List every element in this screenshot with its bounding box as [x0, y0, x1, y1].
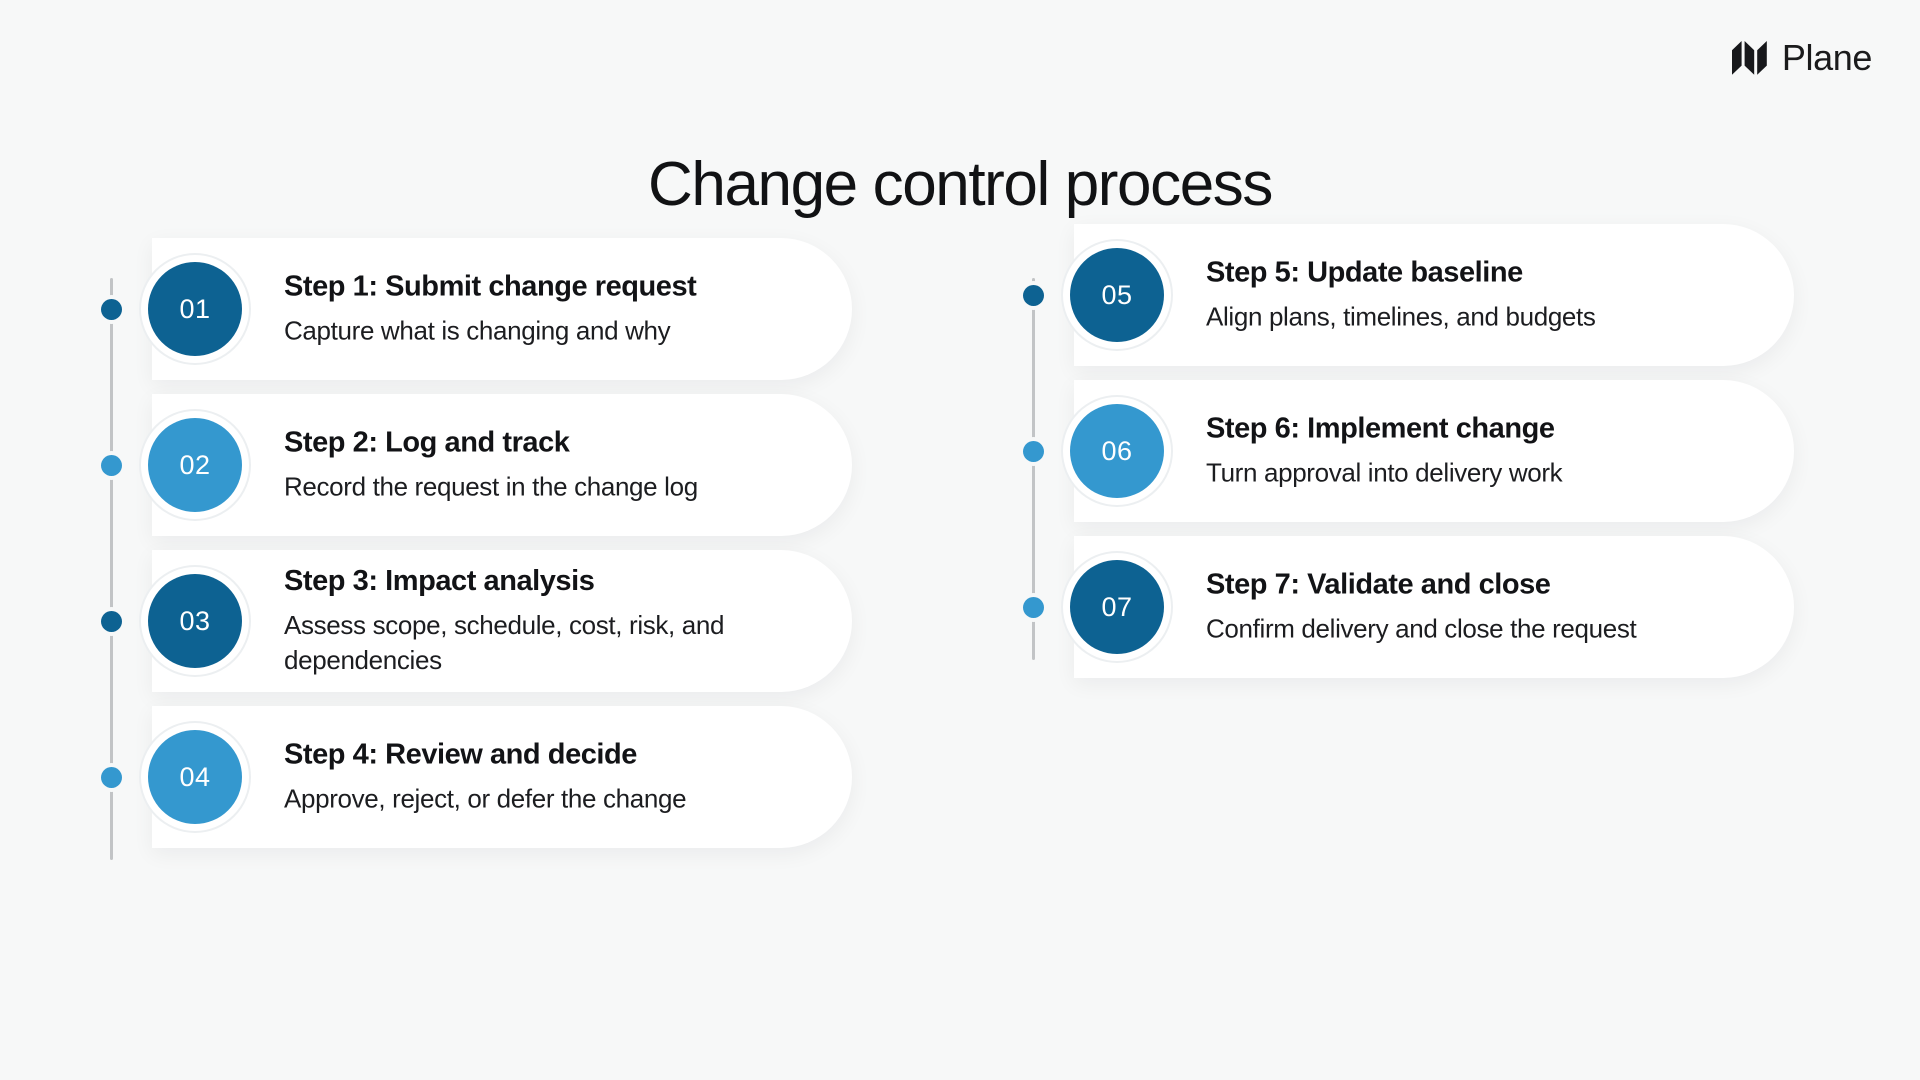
step-card-04: [152, 706, 852, 848]
page-title: Change control process: [647, 149, 1273, 219]
left-column: 01 Step 1: Submit change request Capture…: [96, 238, 906, 1028]
step-number-badge-05: 05: [1070, 248, 1164, 342]
step-text-01: Step 1: Submit change request Capture wh…: [284, 270, 697, 349]
step-title-02: Step 2: Log and track: [284, 426, 570, 459]
step-item-07[interactable]: 07 Step 7: Validate and close Confirm de…: [1018, 536, 1878, 678]
step-text-04: Step 4: Review and decide Approve, rejec…: [284, 738, 687, 817]
step-card-07: [1074, 536, 1794, 678]
step-number-badge-03: 03: [148, 574, 242, 668]
step-item-05[interactable]: 05 Step 5: Update baseline Align plans, …: [1018, 224, 1878, 366]
step-description-04: Approve, reject, or defer the change: [284, 783, 687, 814]
step-title-07: Step 7: Validate and close: [1206, 568, 1551, 601]
step-number-badge-01: 01: [148, 262, 242, 356]
timeline-rail-right: [1032, 278, 1035, 660]
step-item-01[interactable]: 01 Step 1: Submit change request Capture…: [96, 238, 906, 380]
step-card-05: [1074, 224, 1794, 366]
timeline-dot-04: [101, 767, 122, 788]
timeline-dot-02: [101, 455, 122, 476]
right-column: 05 Step 5: Update baseline Align plans, …: [1018, 224, 1878, 1028]
step-description-07: Confirm delivery and close the request: [1206, 613, 1637, 644]
timeline-dot-07: [1023, 597, 1044, 618]
step-number-badge-07: 07: [1070, 560, 1164, 654]
step-text-03: Step 3: Impact analysis Assess scope, sc…: [284, 564, 754, 678]
plane-logo-mark: [1731, 41, 1767, 75]
step-text-06: Step 6: Implement change Turn approval i…: [1206, 412, 1563, 491]
timeline-dot-03: [101, 611, 122, 632]
brand-logo: Plane: [1731, 37, 1872, 78]
timeline-rail-left: [110, 278, 113, 860]
step-description-03: Assess scope, schedule, cost, risk, and …: [284, 610, 725, 676]
step-title-01: Step 1: Submit change request: [284, 270, 697, 303]
step-item-02[interactable]: 02 Step 2: Log and track Record the requ…: [96, 394, 906, 536]
process-timeline: 01 Step 1: Submit change request Capture…: [0, 224, 1920, 1028]
step-title-05: Step 5: Update baseline: [1206, 256, 1523, 289]
step-description-02: Record the request in the change log: [284, 471, 698, 502]
step-item-06[interactable]: 06 Step 6: Implement change Turn approva…: [1018, 380, 1878, 522]
timeline-dot-06: [1023, 441, 1044, 462]
step-text-07: Step 7: Validate and close Confirm deliv…: [1206, 568, 1637, 647]
step-title-03: Step 3: Impact analysis: [284, 565, 595, 598]
step-card-02: [152, 394, 852, 536]
step-card-06: [1074, 380, 1794, 522]
brand-name: Plane: [1781, 37, 1872, 78]
step-item-04[interactable]: 04 Step 4: Review and decide Approve, re…: [96, 706, 906, 848]
step-number-badge-02: 02: [148, 418, 242, 512]
step-card-01: [152, 238, 852, 380]
step-number-badge-06: 06: [1070, 404, 1164, 498]
step-description-06: Turn approval into delivery work: [1206, 457, 1563, 488]
step-number-badge-04: 04: [148, 730, 242, 824]
step-title-04: Step 4: Review and decide: [284, 738, 637, 771]
step-card-03: [152, 550, 852, 692]
step-text-05: Step 5: Update baseline Align plans, tim…: [1206, 256, 1596, 335]
timeline-dot-05: [1023, 285, 1044, 306]
step-item-03[interactable]: 03 Step 3: Impact analysis Assess scope,…: [96, 550, 906, 692]
timeline-dot-01: [101, 299, 122, 320]
step-title-06: Step 6: Implement change: [1206, 412, 1555, 445]
step-text-02: Step 2: Log and track Record the request…: [284, 426, 698, 505]
step-description-05: Align plans, timelines, and budgets: [1206, 301, 1596, 332]
step-description-01: Capture what is changing and why: [284, 315, 671, 346]
